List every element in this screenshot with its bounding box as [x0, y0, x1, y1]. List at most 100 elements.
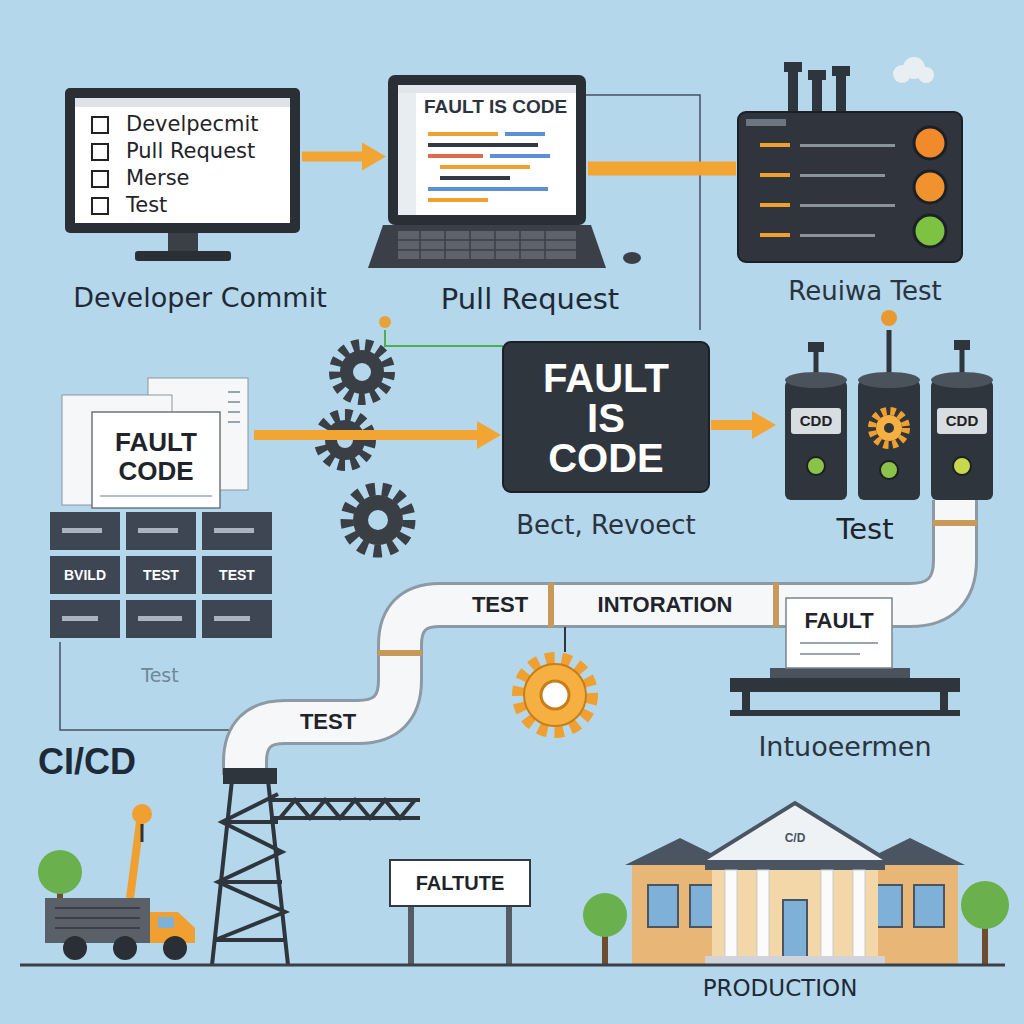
container-part	[954, 340, 970, 350]
node-text-slot: Bect, Revoect	[495, 508, 717, 544]
label-text-slot: INTORATION	[565, 590, 765, 620]
truck-part	[63, 936, 87, 960]
node-text: PRODUCTION	[703, 975, 858, 1003]
build-panels-part	[138, 528, 178, 533]
fault-box-part	[503, 342, 709, 492]
container-part	[953, 457, 971, 475]
production-building-part	[712, 860, 878, 965]
node-text: FALTUTE	[416, 871, 505, 895]
orange-gear-part	[541, 681, 569, 709]
pipeline-part	[245, 500, 955, 775]
laptop-part	[428, 143, 538, 147]
build-panels-part	[214, 528, 254, 533]
node-text-slot: Intuoeermen	[715, 728, 975, 766]
label-text-slot: TEST	[288, 707, 368, 737]
node-text: FAULT	[804, 608, 873, 634]
laptop-part	[440, 165, 530, 169]
build-panels-part	[50, 600, 120, 638]
build-panels-part	[202, 556, 272, 594]
status-panel-part	[832, 66, 850, 76]
production-building-part	[821, 870, 833, 958]
label-text-slot: TEST	[128, 563, 194, 587]
laptop-part	[398, 85, 576, 93]
connector-line	[588, 162, 736, 176]
status-panel-part	[914, 215, 946, 247]
node-text-slot: FAULT IS CODE	[531, 354, 681, 482]
truck-part	[38, 850, 82, 894]
node-text-slot: CDD	[791, 409, 841, 433]
truck-part	[113, 936, 137, 960]
monitor-part	[135, 251, 231, 261]
production-building-part	[783, 900, 807, 958]
monitor-part	[75, 98, 290, 107]
laptop-part	[428, 154, 483, 158]
tower-part	[215, 794, 285, 940]
laptop-part	[490, 154, 550, 158]
node-text-slot: Pull Request	[410, 280, 650, 318]
document-stack	[62, 378, 248, 508]
node-text: Developer Commit	[73, 282, 327, 314]
ground-line	[20, 965, 1005, 966]
connector-line	[302, 152, 363, 162]
label-text: INTORATION	[598, 592, 733, 618]
node-text: Bect, Revoect	[516, 510, 696, 541]
container-part	[808, 342, 824, 352]
fault-station-part	[730, 710, 960, 716]
container-part	[785, 380, 847, 500]
truck-part	[132, 804, 152, 824]
tower	[212, 770, 420, 965]
fault-document: FAULTIntuoeermen	[786, 598, 892, 668]
gear-part	[353, 363, 371, 381]
label-text: TEST	[219, 567, 255, 584]
container-part	[807, 457, 825, 475]
status-panel-part	[808, 70, 826, 80]
label-text: Test	[141, 664, 178, 687]
status-panel: Reuiwa Test	[738, 112, 962, 262]
node-text: Pull Request	[126, 139, 255, 164]
node-text: C/D	[785, 831, 806, 845]
pipeline-part	[378, 650, 422, 656]
build-panels-part	[62, 616, 98, 621]
production-building	[625, 803, 965, 965]
container-part	[858, 380, 920, 500]
container-part	[858, 372, 920, 388]
label-text: BVILD	[64, 567, 106, 584]
pipeline-part	[933, 520, 977, 526]
node-text: Develpecmit	[126, 112, 259, 137]
laptop-part	[440, 176, 510, 180]
node-text-slot: FALTUTE	[396, 868, 524, 898]
node-text: FAULT IS CODE	[531, 358, 681, 478]
tower-part	[280, 800, 415, 818]
status-panel-part	[800, 144, 895, 147]
gear	[320, 345, 409, 551]
tree	[583, 881, 1009, 965]
monitor-part	[92, 117, 108, 133]
node-text-slot: FAULT IS CODE	[424, 93, 574, 121]
laptop-part	[428, 198, 488, 202]
status-panel-part	[800, 234, 875, 237]
label-text: TEST	[300, 709, 356, 735]
fault-box: FAULT IS CODEBect, Revoect	[503, 342, 709, 492]
container-part	[931, 372, 993, 388]
laptop-part	[398, 85, 576, 215]
node-text: Merse	[126, 166, 190, 191]
pipeline-part	[773, 583, 779, 627]
status-panel-part	[836, 74, 846, 112]
build-panels-part	[202, 600, 272, 638]
tree-part	[961, 881, 1009, 929]
truck-part	[158, 917, 174, 928]
gear-part	[353, 495, 403, 545]
flow-arrow	[588, 168, 736, 169]
flow-arrow	[254, 421, 501, 449]
node-text-slot: Developer Commit	[45, 280, 355, 316]
fault-station-part	[800, 643, 878, 654]
fault-station-part	[770, 668, 910, 678]
laptop-part	[428, 187, 548, 191]
node-text-slot: Merse	[126, 166, 286, 192]
monitor-part	[168, 233, 198, 253]
truck-part	[163, 936, 187, 960]
gear-part	[368, 510, 388, 530]
label-text-slot: CI/CD	[38, 740, 158, 784]
production-building-part	[648, 885, 678, 927]
